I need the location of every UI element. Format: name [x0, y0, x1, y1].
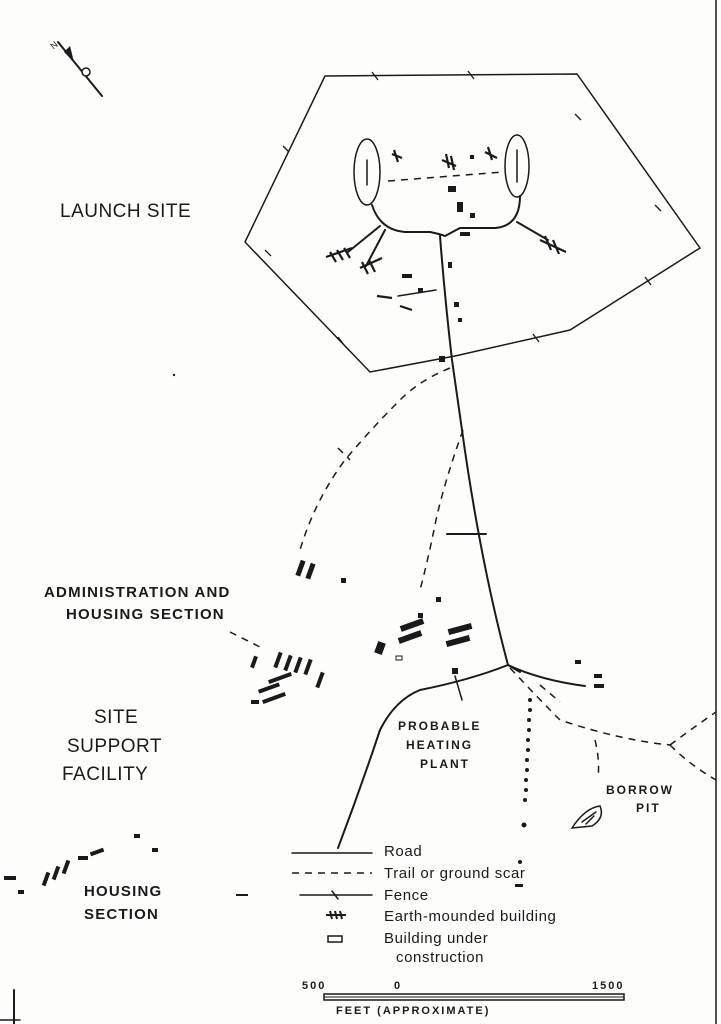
- label-borrow-line1: BORROW: [606, 783, 674, 797]
- label-support-line2: SUPPORT: [67, 736, 162, 757]
- label-heating-line3: PLANT: [420, 757, 470, 771]
- main-road: [337, 235, 586, 849]
- heating-plant-leader: [454, 675, 463, 701]
- legend-fence: Fence: [299, 887, 429, 904]
- launch-pad-right: [504, 134, 530, 198]
- label-borrow-line2: PIT: [636, 801, 661, 815]
- legend-road-label: Road: [384, 843, 422, 860]
- scale-unit-label: FEET (APPROXIMATE): [336, 1005, 490, 1017]
- launch-site-dashed-link: [387, 171, 504, 182]
- trails: [229, 367, 717, 781]
- launch-inner-road-stub: [397, 289, 437, 297]
- legend-fence-label: Fence: [384, 887, 429, 904]
- stray-marks: [172, 373, 523, 887]
- mound-1: [325, 246, 353, 263]
- mound-2: [359, 256, 383, 275]
- building-under-construction-admin: [395, 655, 403, 661]
- area-labels: LAUNCH SITE ADMINISTRATION AND HOUSING S…: [44, 201, 674, 923]
- label-support-line1: SITE: [94, 707, 138, 728]
- scale-label-left: 500: [302, 980, 326, 992]
- small-buildings-launch: [402, 155, 475, 362]
- legend-earth-label: Earth-mounded building: [384, 908, 556, 925]
- mound-4: [391, 149, 403, 163]
- label-housing-line2: SECTION: [84, 906, 159, 923]
- launch-site-roads: [347, 195, 549, 267]
- pipeline-dots: [521, 698, 532, 828]
- earth-mounded-buildings-launch: [325, 146, 567, 312]
- label-admin-line1: ADMINISTRATION AND: [44, 584, 231, 601]
- legend-earth-mounded: Earth-mounded building: [326, 908, 556, 925]
- mound-7: [376, 294, 413, 312]
- legend-construction: Building under construction: [327, 930, 488, 966]
- label-heating-line1: PROBABLE: [398, 719, 481, 733]
- legend-construction-line1: Building under: [384, 930, 488, 947]
- label-support-line3: FACILITY: [62, 764, 148, 785]
- launch-site-fence: [244, 70, 702, 373]
- mound-6: [484, 146, 498, 161]
- legend-construction-line2: construction: [396, 949, 484, 966]
- legend-trail: Trail or ground scar: [292, 865, 526, 882]
- label-housing-line1: HOUSING: [84, 883, 162, 900]
- scale-bar: 500 0 1500 FEET (APPROXIMATE): [302, 980, 625, 1017]
- housing-section-buildings: [4, 834, 248, 896]
- label-heating-line2: HEATING: [406, 738, 473, 752]
- legend: Road Trail or ground scar Fence Earth-mo…: [291, 843, 556, 966]
- north-arrow-label: N: [48, 39, 59, 51]
- admin-housing-buildings: [250, 559, 604, 704]
- north-arrow-icon: N: [48, 39, 103, 97]
- mound-5: [441, 153, 457, 171]
- legend-road: Road: [291, 843, 422, 860]
- launch-pad-left: [353, 138, 381, 206]
- label-launch-site: LAUNCH SITE: [60, 201, 191, 222]
- legend-trail-label: Trail or ground scar: [384, 865, 526, 882]
- scale-label-zero: 0: [394, 980, 402, 992]
- borrow-pit-icon: [570, 805, 603, 829]
- label-admin-line2: HOUSING SECTION: [66, 606, 225, 623]
- scale-label-right: 1500: [592, 980, 624, 992]
- mound-3: [539, 235, 567, 255]
